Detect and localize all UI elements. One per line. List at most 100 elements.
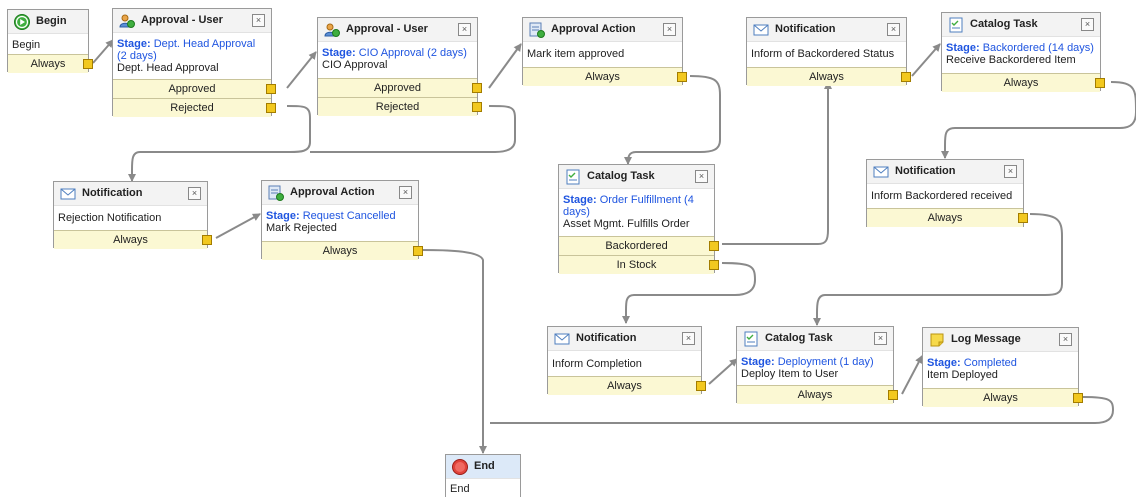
- log-message-icon: [930, 333, 944, 347]
- condition-port[interactable]: [677, 72, 687, 82]
- activity-title: Notification: [775, 23, 836, 35]
- activity-description: Inform Completion: [552, 358, 642, 370]
- condition-always[interactable]: Always: [54, 230, 212, 249]
- delete-icon[interactable]: ×: [874, 332, 887, 345]
- activity-approval-action-approved[interactable]: Approval Action × Mark item approved Alw…: [522, 17, 687, 86]
- activity-catalog-task-backordered[interactable]: Catalog Task × Stage: Backordered (14 da…: [941, 12, 1105, 92]
- condition-port[interactable]: [472, 83, 482, 93]
- transition-received-to-deploy: [813, 213, 1063, 326]
- activity-log-message[interactable]: Log Message × Stage: Completed Item Depl…: [922, 327, 1083, 407]
- condition-always[interactable]: Always: [942, 73, 1105, 92]
- transition-deploy-to-log: [901, 355, 923, 395]
- activity-catalog-task-fulfillment[interactable]: Catalog Task × Stage: Order Fulfillment …: [558, 164, 719, 274]
- delete-icon[interactable]: ×: [458, 23, 471, 36]
- delete-icon[interactable]: ×: [399, 186, 412, 199]
- activity-description: Begin: [12, 39, 41, 51]
- condition-port[interactable]: [472, 102, 482, 112]
- condition-port[interactable]: [709, 241, 719, 251]
- condition-rejected[interactable]: Rejected: [318, 97, 482, 116]
- condition-port[interactable]: [1073, 393, 1083, 403]
- activity-title: End: [474, 460, 495, 472]
- activity-header: Notification ×: [548, 327, 701, 351]
- condition-port[interactable]: [83, 59, 93, 69]
- activity-body: Stage: Deployment (1 day) Deploy Item to…: [741, 356, 889, 380]
- transition-completion-to-deploy: [708, 358, 738, 385]
- condition-always[interactable]: Always: [923, 388, 1083, 407]
- condition-port[interactable]: [266, 103, 276, 113]
- activity-header: Catalog Task ×: [559, 165, 714, 189]
- activity-stage: Stage: Order Fulfillment (4 days): [563, 194, 694, 218]
- condition-port[interactable]: [1018, 213, 1028, 223]
- activity-notification-completion[interactable]: Notification × Inform Completion Always: [547, 326, 706, 395]
- condition-always[interactable]: Always: [548, 376, 706, 395]
- activity-stage: Stage: Backordered (14 days): [946, 42, 1094, 54]
- activity-notification-rejection[interactable]: Notification × Rejection Notification Al…: [53, 181, 212, 249]
- activity-body: Inform Completion: [552, 358, 697, 370]
- approval-action-icon: [529, 22, 545, 38]
- condition-port[interactable]: [266, 84, 276, 94]
- condition-in-stock[interactable]: In Stock: [559, 255, 719, 274]
- activity-begin[interactable]: Begin Begin Always: [7, 9, 93, 73]
- activity-stage: Stage: Deployment (1 day): [741, 356, 874, 368]
- delete-icon[interactable]: ×: [1004, 165, 1017, 178]
- activity-header: Approval - User ×: [113, 9, 271, 33]
- activity-header: Begin: [8, 10, 88, 34]
- activity-description: Mark item approved: [527, 48, 625, 60]
- transition-notification-to-catalog-backordered: [911, 43, 941, 77]
- transition-catalog-backordered-to-received: [941, 81, 1136, 159]
- activity-body: Stage: Request Cancelled Mark Rejected: [266, 210, 414, 234]
- activity-approval-user-cio[interactable]: Approval - User × Stage: CIO Approval (2…: [317, 17, 482, 116]
- condition-port[interactable]: [709, 260, 719, 270]
- activity-approval-action-rejected[interactable]: Approval Action × Stage: Request Cancell…: [261, 180, 423, 260]
- delete-icon[interactable]: ×: [1081, 18, 1094, 31]
- condition-port[interactable]: [202, 235, 212, 245]
- condition-approved[interactable]: Approved: [318, 78, 482, 97]
- activity-title: Approval - User: [346, 23, 428, 35]
- activity-approval-user-dept-head[interactable]: Approval - User × Stage: Dept. Head Appr…: [112, 8, 276, 117]
- condition-port[interactable]: [413, 246, 423, 256]
- condition-always[interactable]: Always: [747, 67, 911, 86]
- condition-port[interactable]: [1095, 78, 1105, 88]
- activity-title: Catalog Task: [970, 18, 1038, 30]
- activity-end[interactable]: End End: [445, 454, 521, 497]
- condition-always[interactable]: Always: [867, 208, 1028, 227]
- activity-description: Asset Mgmt. Fulfills Order: [563, 218, 690, 230]
- condition-always[interactable]: Always: [262, 241, 423, 260]
- transition-dept-rejected-to-rejection-notification: [128, 105, 311, 182]
- activity-title: Approval - User: [141, 14, 223, 26]
- delete-icon[interactable]: ×: [252, 14, 265, 27]
- condition-port[interactable]: [888, 390, 898, 400]
- condition-backordered[interactable]: Backordered: [559, 236, 719, 255]
- activity-body: Stage: CIO Approval (2 days) CIO Approva…: [322, 47, 473, 71]
- condition-port[interactable]: [696, 381, 706, 391]
- envelope-icon: [554, 333, 570, 345]
- activity-notification-backordered-status[interactable]: Notification × Inform of Backordered Sta…: [746, 17, 911, 86]
- activity-notification-received[interactable]: Notification × Inform Backordered receiv…: [866, 159, 1028, 227]
- transition-begin-to-dept-approval: [92, 39, 114, 64]
- activity-body: Stage: Order Fulfillment (4 days) Asset …: [563, 194, 710, 230]
- activity-body: Begin: [12, 39, 84, 51]
- transition-fulfill-backordered-to-notification: [722, 81, 832, 245]
- activity-header: End: [446, 455, 520, 479]
- activity-title: Notification: [895, 165, 956, 177]
- transition-dept-approved-to-cio: [286, 51, 317, 89]
- delete-icon[interactable]: ×: [887, 23, 900, 36]
- activity-title: Notification: [82, 187, 143, 199]
- activity-catalog-task-deployment[interactable]: Catalog Task × Stage: Deployment (1 day)…: [736, 326, 898, 404]
- approval-user-icon: [324, 23, 340, 37]
- delete-icon[interactable]: ×: [682, 332, 695, 345]
- delete-icon[interactable]: ×: [695, 170, 708, 183]
- delete-icon[interactable]: ×: [188, 187, 201, 200]
- condition-always[interactable]: Always: [8, 54, 93, 73]
- condition-always[interactable]: Always: [523, 67, 687, 86]
- activity-body: Stage: Dept. Head Approval (2 days) Dept…: [117, 38, 267, 74]
- activity-body: Mark item approved: [527, 48, 678, 60]
- condition-port[interactable]: [901, 72, 911, 82]
- activity-description: Rejection Notification: [58, 212, 162, 224]
- delete-icon[interactable]: ×: [663, 23, 676, 36]
- delete-icon[interactable]: ×: [1059, 333, 1072, 346]
- condition-rejected[interactable]: Rejected: [113, 98, 276, 117]
- condition-approved[interactable]: Approved: [113, 79, 276, 98]
- activity-body: Stage: Backordered (14 days) Receive Bac…: [946, 42, 1096, 66]
- condition-always[interactable]: Always: [737, 385, 898, 404]
